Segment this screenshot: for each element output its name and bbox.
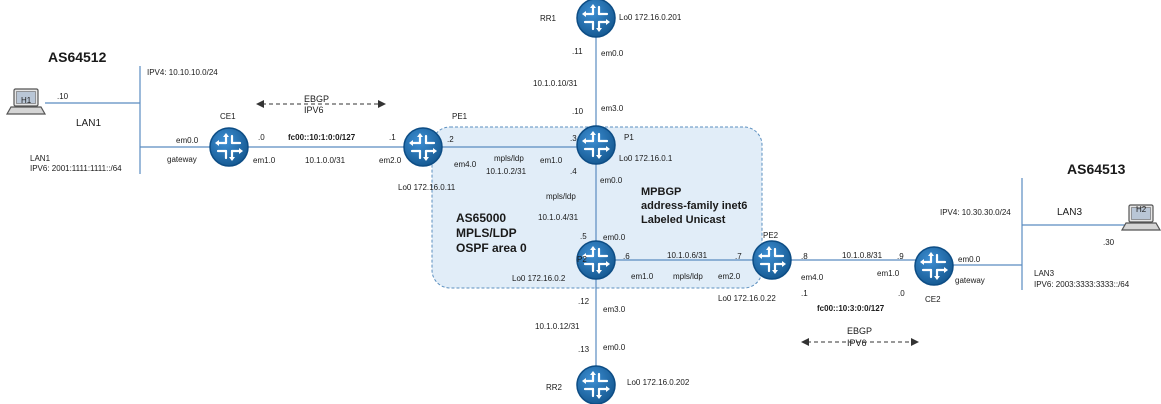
- h2-label: H2: [1136, 205, 1147, 214]
- pe2-name: PE2: [763, 231, 779, 240]
- pe2-loopback: Lo0 172.16.0.22: [718, 294, 776, 303]
- p1-name: P1: [624, 133, 634, 142]
- ce2-lan-if: em0.0: [958, 255, 981, 264]
- ce1-pe1-pe-if: em2.0: [379, 156, 402, 165]
- p1-p2-net: 10.1.0.4/31: [538, 213, 579, 222]
- lan1-name: LAN1: [76, 118, 101, 129]
- rr2-loopback: Lo0 172.16.0.202: [627, 378, 690, 387]
- pe1-p1-pe-addr: .2: [447, 135, 454, 144]
- lan3-v6-title: LAN3: [1034, 269, 1055, 278]
- as-right-title: AS64513: [1067, 161, 1126, 177]
- p2-rr2-p2-addr: .12: [578, 297, 590, 306]
- h2-address: .30: [1103, 238, 1115, 247]
- p2-pe2-mpls: mpls/ldp: [673, 272, 703, 281]
- rr1-p1-net: 10.1.0.10/31: [533, 79, 578, 88]
- rr2-name: RR2: [546, 383, 563, 392]
- p2-rr2-rr-if: em0.0: [603, 343, 626, 352]
- pe2-ce2-ce-v6addr: .0: [898, 289, 905, 298]
- pe1-name: PE1: [452, 112, 468, 121]
- ce2-router-icon[interactable]: [913, 245, 955, 287]
- p1-router-icon[interactable]: [575, 124, 617, 166]
- ce1-name: CE1: [220, 112, 236, 121]
- p1-p2-p2-if: em0.0: [603, 233, 626, 242]
- p2-pe2-p2-addr: .6: [623, 252, 630, 261]
- p2-name: P2: [577, 255, 587, 264]
- p2-rr2-rr-addr: .13: [578, 345, 590, 354]
- lan3-name: LAN3: [1057, 207, 1082, 218]
- ce1-lan-if: em0.0: [176, 136, 199, 145]
- rr1-loopback: Lo0 172.16.0.201: [619, 13, 682, 22]
- rr2-router-icon[interactable]: [575, 364, 617, 404]
- mpbgp-lu-label: Labeled Unicast: [641, 214, 726, 226]
- pe2-ce2-net: 10.1.0.8/31: [842, 251, 883, 260]
- p1-p2-p1-if: em0.0: [600, 176, 623, 185]
- p2-pe2-net: 10.1.0.6/31: [667, 251, 708, 260]
- rr1-p1-rr-addr: .11: [572, 47, 583, 56]
- rr1-p1-p-addr: .10: [572, 107, 584, 116]
- p2-pe2-pe-addr: .7: [735, 252, 742, 261]
- pe2-ce2-ce-if: em1.0: [877, 269, 900, 278]
- pe2-ce2-pe-v6addr: .1: [801, 289, 808, 298]
- p2-rr2-net: 10.1.0.12/31: [535, 322, 580, 331]
- rr1-p1-p-if: em3.0: [601, 104, 624, 113]
- core-ospf-label: OSPF area 0: [456, 241, 527, 255]
- ebgp-left-ipv6: IPV6: [304, 105, 324, 115]
- as-left-title: AS64512: [48, 49, 107, 65]
- h1-label: H1: [21, 96, 32, 105]
- pe1-loopback: Lo0 172.16.0.11: [398, 183, 456, 192]
- pe1-p1-p-if: em1.0: [540, 156, 563, 165]
- lan3-ipv4: IPV4: 10.30.30.0/24: [940, 208, 1011, 217]
- p1-p2-mpls: mpls/ldp: [546, 192, 576, 201]
- mpbgp-label: MPBGP: [641, 186, 681, 198]
- ce1-pe1-ce-if: em1.0: [253, 156, 276, 165]
- ebgp-right-ipv6: IPV6: [847, 338, 867, 348]
- p1-loopback: Lo0 172.16.0.1: [619, 154, 673, 163]
- core-mpls-label: MPLS/LDP: [456, 226, 517, 240]
- p1-p2-p1-addr: .4: [570, 167, 577, 176]
- ce1-pe1-pe-addr: .1: [389, 133, 396, 142]
- pe2-router-icon[interactable]: [751, 239, 793, 281]
- ce1-gateway: gateway: [167, 155, 197, 164]
- ce1-pe1-ce-addr: .0: [258, 133, 265, 142]
- ebgp-left-label: EBGP: [304, 94, 329, 104]
- pe1-p1-pe-if: em4.0: [454, 160, 477, 169]
- pe2-ce2-pe-if: em4.0: [801, 273, 824, 282]
- pe2-ce2-pe-addr: .8: [801, 252, 808, 261]
- lan3-ipv6: IPV6: 2003:3333:3333::/64: [1034, 280, 1130, 289]
- pe1-p1-mpls: mpls/ldp: [494, 154, 524, 163]
- p2-pe2-pe-if: em2.0: [718, 272, 741, 281]
- pe2-ce2-ce-addr: .9: [897, 252, 904, 261]
- lan1-ipv4: IPV4: 10.10.10.0/24: [147, 68, 218, 77]
- pe1-router-icon[interactable]: [402, 126, 444, 168]
- p2-pe2-p2-if: em1.0: [631, 272, 654, 281]
- p1-p2-p2-addr: .5: [580, 232, 587, 241]
- p2-loopback: Lo0 172.16.0.2: [512, 274, 566, 283]
- ce1-pe1-v4net: 10.1.0.0/31: [305, 156, 346, 165]
- rr1-p1-rr-if: em0.0: [601, 49, 624, 58]
- ce1-pe1-v6net: fc00::10:1:0:0/127: [288, 133, 356, 142]
- p2-rr2-p2-if: em3.0: [603, 305, 626, 314]
- pe1-p1-net: 10.1.0.2/31: [486, 167, 527, 176]
- mpbgp-af-label: address-family inet6: [641, 200, 747, 212]
- pe2-ce2-v6net: fc00::10:3:0:0/127: [817, 304, 885, 313]
- ebgp-right-label: EBGP: [847, 326, 872, 336]
- h1-address: .10: [57, 92, 69, 101]
- lan1-v6-title: LAN1: [30, 154, 51, 163]
- pe1-p1-p-addr: .3: [570, 134, 577, 143]
- core-as-label: AS65000: [456, 211, 506, 225]
- lan1-ipv6: IPV6: 2001:1111:1111::/64: [30, 164, 122, 173]
- ce2-gateway: gateway: [955, 276, 985, 285]
- rr1-router-icon[interactable]: [575, 0, 617, 39]
- ce2-name: CE2: [925, 295, 941, 304]
- rr1-name: RR1: [540, 14, 557, 23]
- ce1-router-icon[interactable]: [208, 126, 250, 168]
